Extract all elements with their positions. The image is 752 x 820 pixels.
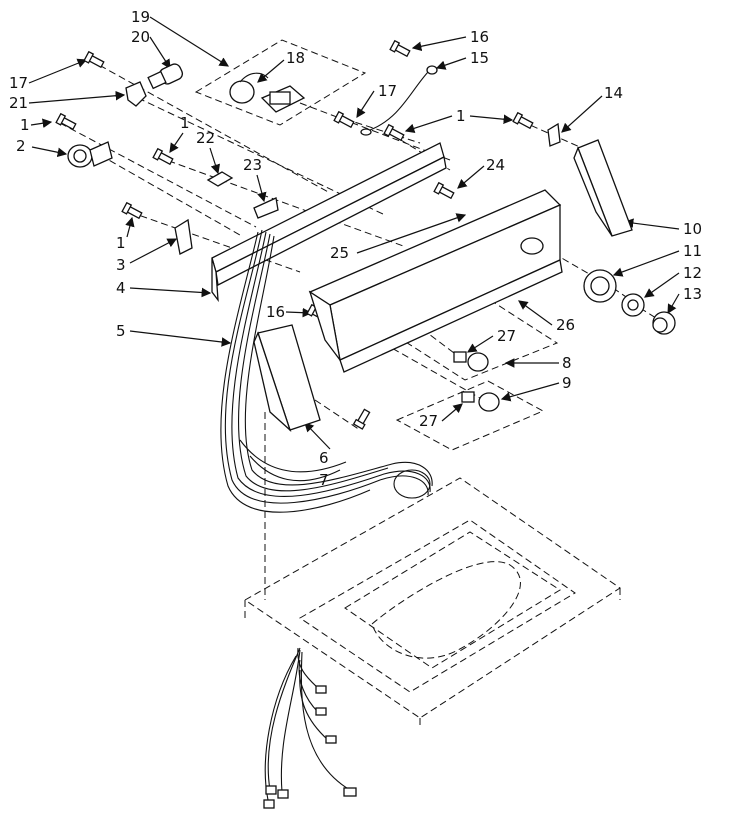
callout-20: 20 — [131, 28, 150, 46]
callout-1-lower: 1 — [116, 234, 126, 252]
callout-24: 24 — [486, 156, 505, 174]
callout-1-left-top: 1 — [20, 116, 30, 134]
callout-5: 5 — [116, 322, 126, 340]
callout-23: 23 — [243, 156, 262, 174]
callout-18: 18 — [286, 49, 305, 67]
callout-27-upper: 27 — [497, 327, 516, 345]
console-panel-part-25 — [308, 189, 563, 373]
callout-14: 14 — [604, 84, 623, 102]
end-cap-part-10 — [573, 139, 633, 237]
switch-part-8 — [453, 351, 489, 372]
callout-2: 2 — [16, 137, 26, 155]
callout-9: 9 — [562, 374, 572, 392]
cabinet-top — [244, 477, 621, 725]
timer-part-18 — [229, 72, 306, 113]
bezel-part-11 — [583, 269, 617, 303]
switch-part-9 — [461, 391, 500, 412]
knob-part-13 — [652, 311, 676, 335]
callout-19: 19 — [131, 8, 150, 26]
control-rail-part-4 — [211, 142, 447, 303]
wiring-harness-part-5 — [220, 229, 433, 513]
callout-17-left: 17 — [9, 74, 28, 92]
switch-part-20 — [147, 63, 184, 90]
callout-11: 11 — [683, 242, 702, 260]
callout-16-top: 16 — [470, 28, 489, 46]
terminal-part-15 — [360, 65, 438, 136]
callout-1-right: 1 — [456, 107, 466, 125]
clip-part-14 — [547, 122, 561, 147]
callout-4: 4 — [116, 279, 126, 297]
callout-21: 21 — [9, 94, 28, 112]
callout-1-mid: 1 — [180, 114, 190, 132]
callout-13: 13 — [683, 285, 702, 303]
callout-labels: 19 20 18 16 15 17 21 1 2 17 1 22 23 1 14… — [9, 8, 702, 489]
callout-15: 15 — [470, 49, 489, 67]
callout-27-lower: 27 — [419, 412, 438, 430]
cover-part-6 — [253, 324, 321, 433]
ring-part-12 — [621, 293, 645, 317]
lower-harness — [263, 647, 357, 809]
connector-part-23 — [253, 197, 279, 219]
callout-7: 7 — [319, 471, 329, 489]
callout-16-mid: 16 — [266, 303, 285, 321]
parts — [55, 39, 676, 809]
callout-3: 3 — [116, 256, 126, 274]
selector-part-2 — [67, 141, 113, 168]
callout-12: 12 — [683, 264, 702, 282]
callout-25: 25 — [330, 244, 349, 262]
callout-17-mid: 17 — [378, 82, 397, 100]
callout-10: 10 — [683, 220, 702, 238]
bracket-part-21 — [125, 81, 147, 107]
callout-22: 22 — [196, 129, 215, 147]
leader-lines — [28, 16, 680, 450]
callout-6: 6 — [319, 449, 329, 467]
callout-26: 26 — [556, 316, 575, 334]
bracket-part-3 — [174, 218, 193, 255]
callout-8: 8 — [562, 354, 572, 372]
clip-part-22 — [206, 171, 234, 187]
